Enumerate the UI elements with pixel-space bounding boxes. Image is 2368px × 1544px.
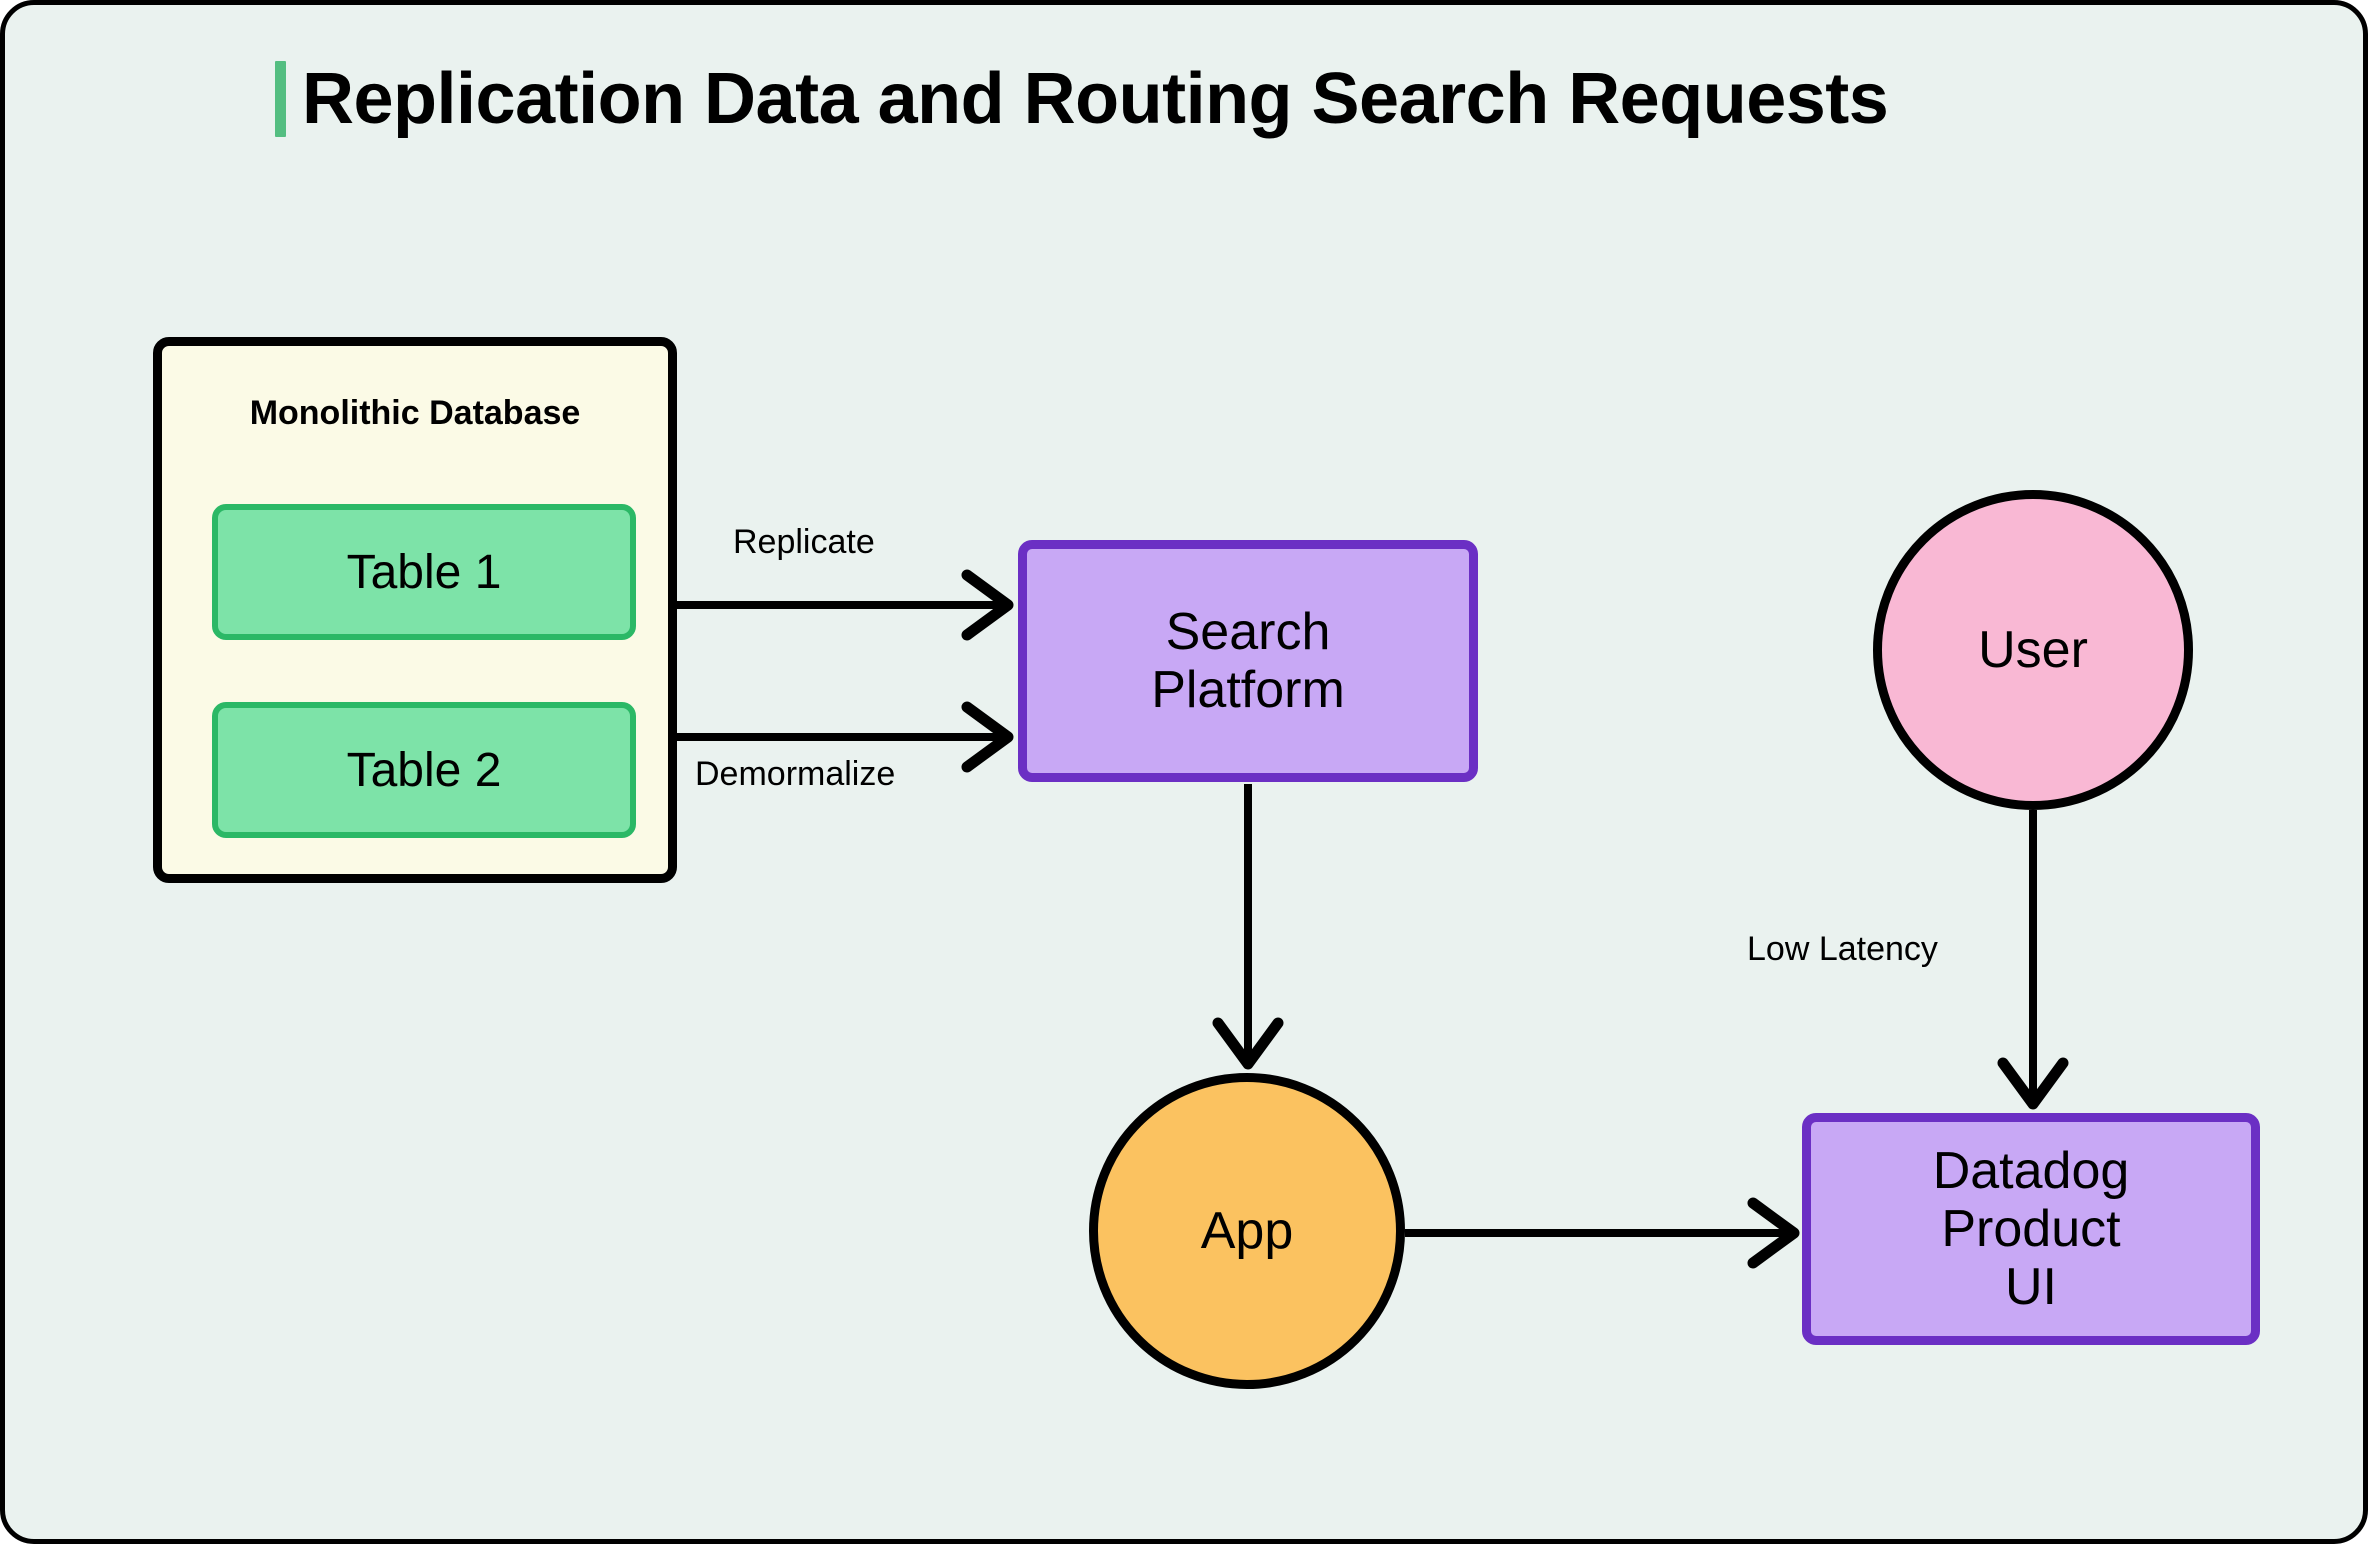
app-label: App (1200, 1201, 1294, 1260)
page-title: Replication Data and Routing Search Requ… (275, 51, 1889, 147)
monolithic-database-label: Monolithic Database (249, 394, 581, 432)
edge-label-demormalize: Demormalize (695, 755, 896, 793)
page-title-text: Replication Data and Routing Search Requ… (302, 59, 1889, 139)
edge-app-to-datadog-ui (1405, 1197, 1800, 1269)
table-2-label: Table 2 (346, 743, 502, 797)
edge-label-low-latency: Low Latency (1747, 930, 1938, 968)
node-table-2[interactable]: Table 2 (212, 702, 636, 838)
table-1-label: Table 1 (346, 545, 502, 599)
node-datadog-product-ui[interactable]: Datadog Product UI (1802, 1113, 2260, 1345)
edge-replicate (627, 569, 1014, 641)
node-search-platform[interactable]: Search Platform (1018, 540, 1478, 782)
edge-search-platform-to-app (1212, 784, 1284, 1070)
edge-user-to-datadog-ui (1997, 810, 2069, 1110)
node-app[interactable]: App (1089, 1073, 1405, 1389)
node-table-1[interactable]: Table 1 (212, 504, 636, 640)
node-monolithic-database[interactable]: Monolithic Database Table 1 Table 2 (153, 337, 677, 883)
node-user[interactable]: User (1873, 490, 2193, 810)
datadog-product-ui-label: Datadog Product UI (1932, 1141, 2130, 1317)
search-platform-label: Search Platform (1151, 602, 1345, 719)
edge-label-replicate: Replicate (733, 523, 875, 561)
title-accent-bar (275, 61, 286, 137)
user-label: User (1978, 620, 2088, 679)
